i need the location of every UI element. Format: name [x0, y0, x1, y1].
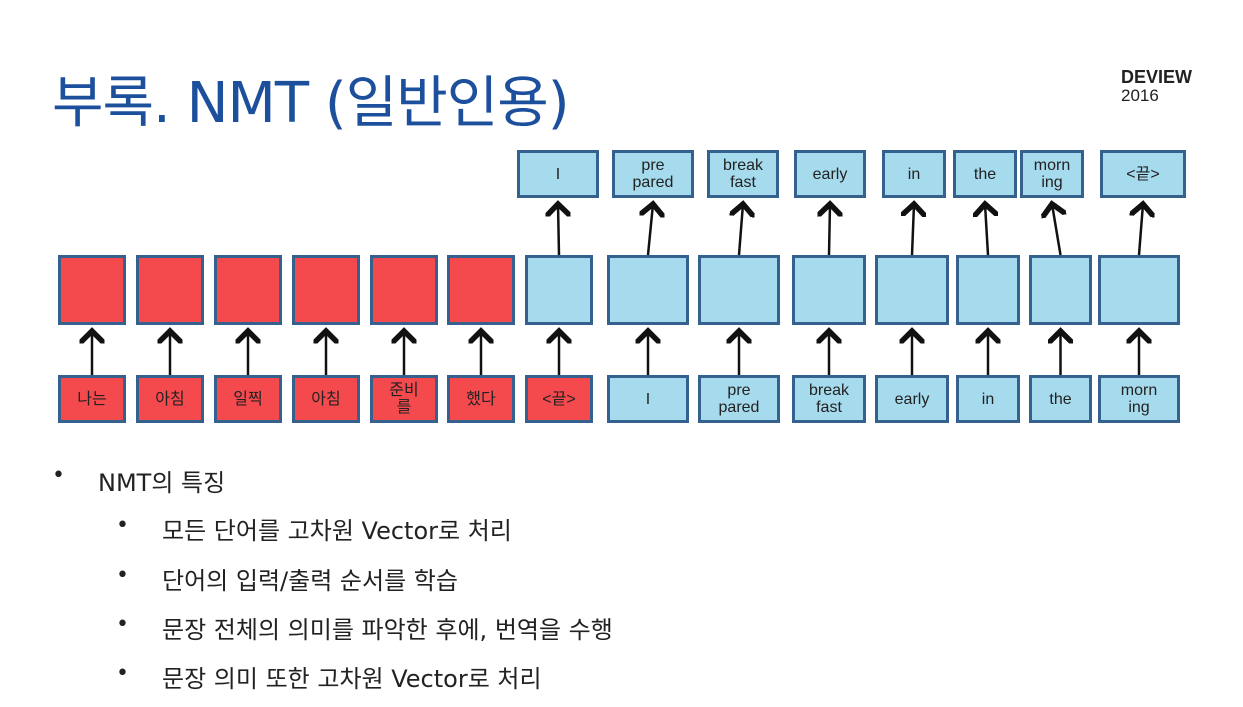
- output-token: early: [794, 150, 866, 198]
- bullet-dot: •: [116, 612, 129, 637]
- bullet-sub-2: 단어의 입력/출력 순서를 학습: [162, 567, 458, 595]
- bullet-main: NMT의 특징: [98, 469, 226, 497]
- encoder-cell: [214, 255, 282, 325]
- output-token: morn ing: [1020, 150, 1084, 198]
- output-arrow: [1052, 204, 1061, 256]
- input-token: the: [1029, 375, 1092, 423]
- bullet-dot: •: [116, 563, 129, 588]
- decoder-cell: [525, 255, 593, 325]
- output-token: <끝>: [1100, 150, 1186, 198]
- input-token: I: [607, 375, 689, 423]
- input-token: break fast: [792, 375, 866, 423]
- encoder-cell: [292, 255, 360, 325]
- decoder-cell: [1098, 255, 1180, 325]
- output-arrow: [985, 204, 988, 256]
- input-token: morn ing: [1098, 375, 1180, 423]
- output-token: in: [882, 150, 946, 198]
- decoder-cell: [607, 255, 689, 325]
- output-arrow: [912, 204, 914, 256]
- input-token: 아침: [136, 375, 204, 423]
- input-token: <끝>: [525, 375, 593, 423]
- input-token: 나는: [58, 375, 126, 423]
- input-token: 준비 를: [370, 375, 438, 423]
- input-token: early: [875, 375, 949, 423]
- decoder-cell: [1029, 255, 1092, 325]
- output-token: break fast: [707, 150, 779, 198]
- output-token: pre pared: [612, 150, 694, 198]
- bullet-sub-4: 문장 의미 또한 고차원 Vector로 처리: [162, 665, 542, 693]
- encoder-cell: [370, 255, 438, 325]
- input-token: 일찍: [214, 375, 282, 423]
- decoder-cell: [698, 255, 780, 325]
- output-arrow: [739, 204, 743, 256]
- input-token: in: [956, 375, 1020, 423]
- output-arrow: [829, 204, 830, 256]
- output-arrow: [648, 204, 653, 256]
- decoder-cell: [875, 255, 949, 325]
- output-arrow: [1139, 204, 1143, 256]
- encoder-cell: [58, 255, 126, 325]
- page-title: 부록. NMT (일반인용): [52, 71, 570, 136]
- brand-logo: DEVIEW 2016: [1121, 68, 1192, 104]
- decoder-cell: [956, 255, 1020, 325]
- bullet-sub-3: 문장 전체의 의미를 파악한 후에, 번역을 수행: [162, 616, 613, 644]
- input-token: 했다: [447, 375, 515, 423]
- brand-name: DEVIEW: [1121, 67, 1193, 87]
- input-token: pre pared: [698, 375, 780, 423]
- bullet-dot: •: [52, 463, 65, 488]
- bullet-sub-1: 모든 단어를 고차원 Vector로 처리: [162, 517, 512, 545]
- input-token: 아침: [292, 375, 360, 423]
- output-token: I: [517, 150, 599, 198]
- bullet-dot: •: [116, 513, 129, 538]
- encoder-cell: [136, 255, 204, 325]
- encoder-cell: [447, 255, 515, 325]
- decoder-cell: [792, 255, 866, 325]
- bullet-dot: •: [116, 661, 129, 686]
- brand-year: 2016: [1121, 86, 1159, 105]
- output-token: the: [953, 150, 1017, 198]
- output-arrow: [558, 204, 559, 256]
